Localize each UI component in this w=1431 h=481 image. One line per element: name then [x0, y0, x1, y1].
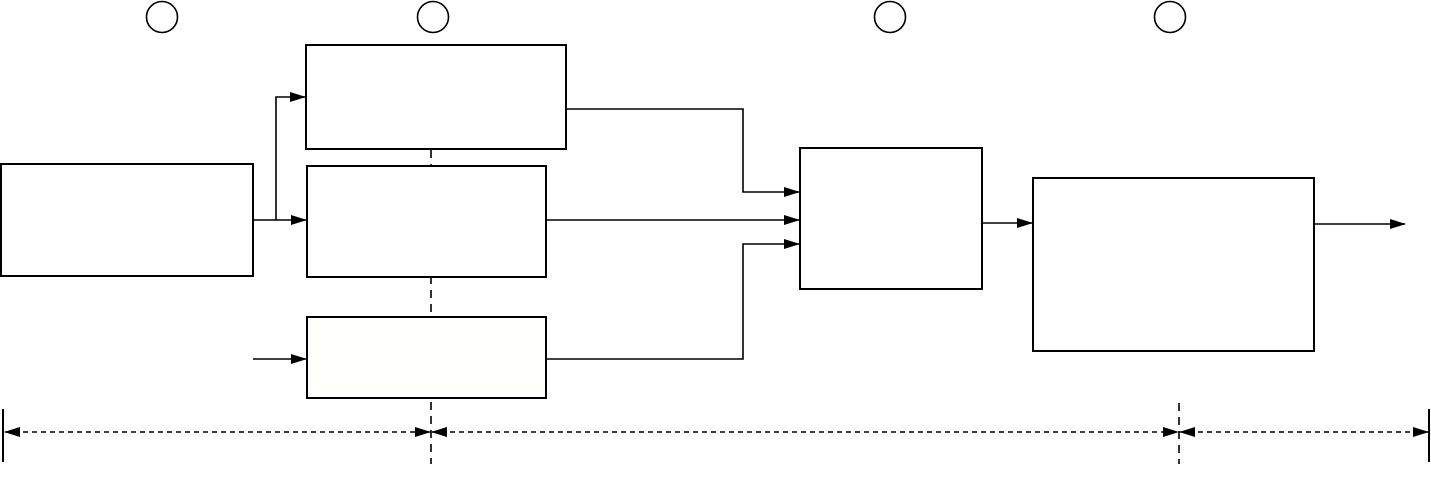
marker-circle-4: [1153, 0, 1187, 34]
edge-top-to-combiner: [566, 108, 800, 197]
top-box: [305, 44, 567, 150]
edge-branch-to-top: [275, 92, 306, 220]
edges-layer: [253, 92, 1406, 364]
left-box: [0, 163, 254, 277]
output-box: [1032, 177, 1315, 352]
marker-circle-1: [145, 0, 179, 34]
dimension-layer: [2, 409, 1430, 462]
edge-bottom-to-combiner: [546, 239, 800, 360]
middle-box: [306, 165, 547, 278]
nodes-layer: [0, 0, 1315, 399]
bottom-box: [306, 316, 547, 399]
combiner-box: [799, 147, 983, 290]
marker-circle-3: [873, 0, 907, 34]
marker-circle-2: [416, 0, 450, 34]
